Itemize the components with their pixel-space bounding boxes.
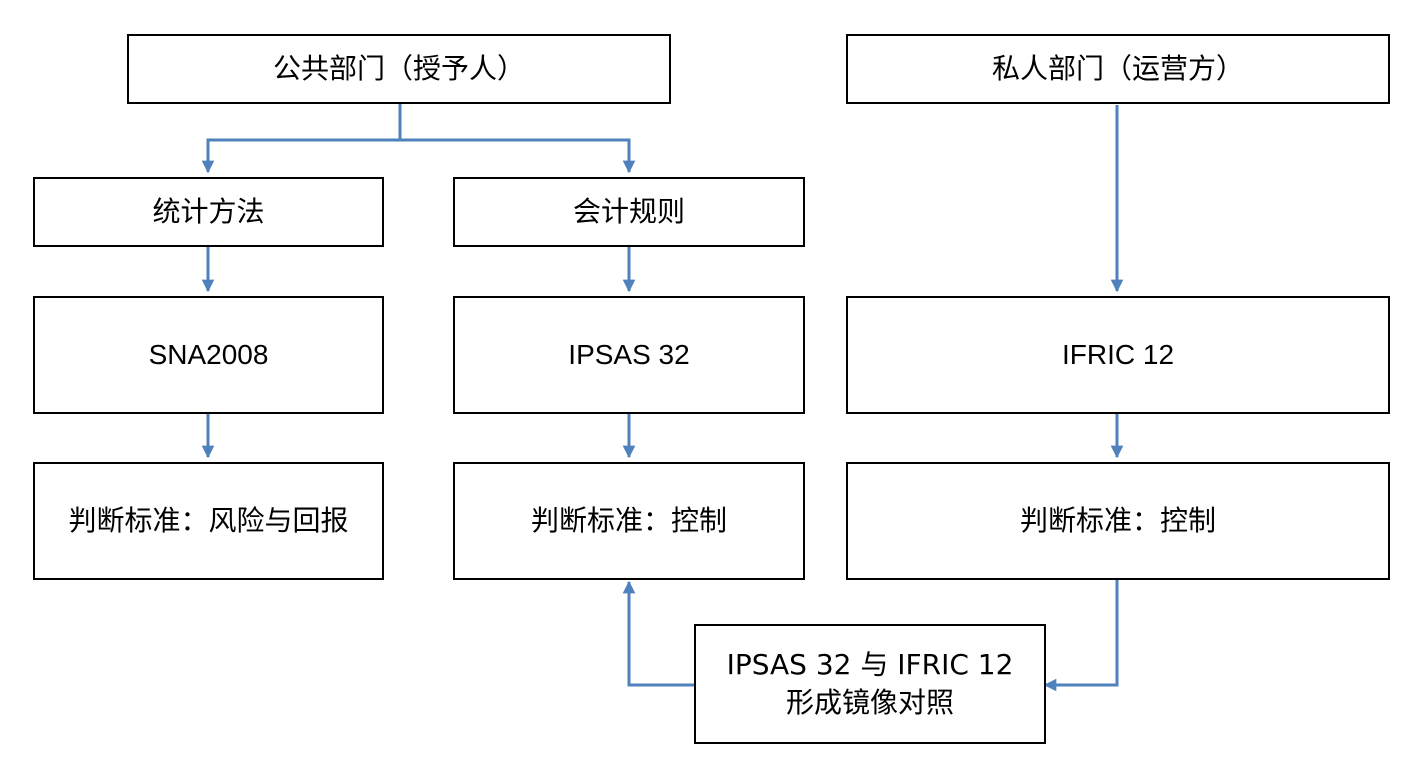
node-statistical-method-label: 统计方法 bbox=[152, 195, 265, 229]
node-accounting-rules: 会计规则 bbox=[453, 177, 805, 247]
node-criterion-control-public-label: 判断标准：控制 bbox=[530, 504, 727, 538]
node-mirror-line1: IPSAS 32 与 IFRIC 12 bbox=[726, 648, 1014, 682]
node-private-sector-label: 私人部门（运营方） bbox=[991, 52, 1244, 86]
node-criterion-control-private-label: 判断标准：控制 bbox=[1019, 504, 1216, 538]
node-mirror-line2: 形成镜像对照 bbox=[785, 686, 954, 719]
connector-public-to-accounting bbox=[400, 138, 636, 174]
node-public-sector-label: 公共部门（授予人） bbox=[272, 52, 525, 86]
node-ifric12-label: IFRIC 12 bbox=[1061, 339, 1175, 371]
node-criterion-control-public: 判断标准：控制 bbox=[453, 462, 805, 580]
node-criterion-control-private: 判断标准：控制 bbox=[846, 462, 1390, 580]
node-criterion-risk-return-label: 判断标准：风险与回报 bbox=[68, 504, 349, 538]
connector-public-to-statistical bbox=[201, 138, 400, 174]
node-sna2008-label: SNA2008 bbox=[148, 339, 269, 371]
node-accounting-rules-label: 会计规则 bbox=[572, 195, 685, 229]
node-public-sector: 公共部门（授予人） bbox=[127, 34, 671, 104]
node-criterion-risk-return: 判断标准：风险与回报 bbox=[33, 462, 384, 580]
node-ipsas32: IPSAS 32 bbox=[453, 296, 805, 414]
node-statistical-method: 统计方法 bbox=[33, 177, 384, 247]
connector-mirror-to-public-control bbox=[622, 580, 695, 687]
connector-private-control-to-mirror bbox=[1043, 579, 1119, 692]
node-ifric12: IFRIC 12 bbox=[846, 296, 1390, 414]
node-mirror-comparison: IPSAS 32 与 IFRIC 12 形成镜像对照 bbox=[694, 624, 1046, 744]
node-private-sector: 私人部门（运营方） bbox=[846, 34, 1390, 104]
node-sna2008: SNA2008 bbox=[33, 296, 384, 414]
node-ipsas32-label: IPSAS 32 bbox=[568, 339, 690, 371]
